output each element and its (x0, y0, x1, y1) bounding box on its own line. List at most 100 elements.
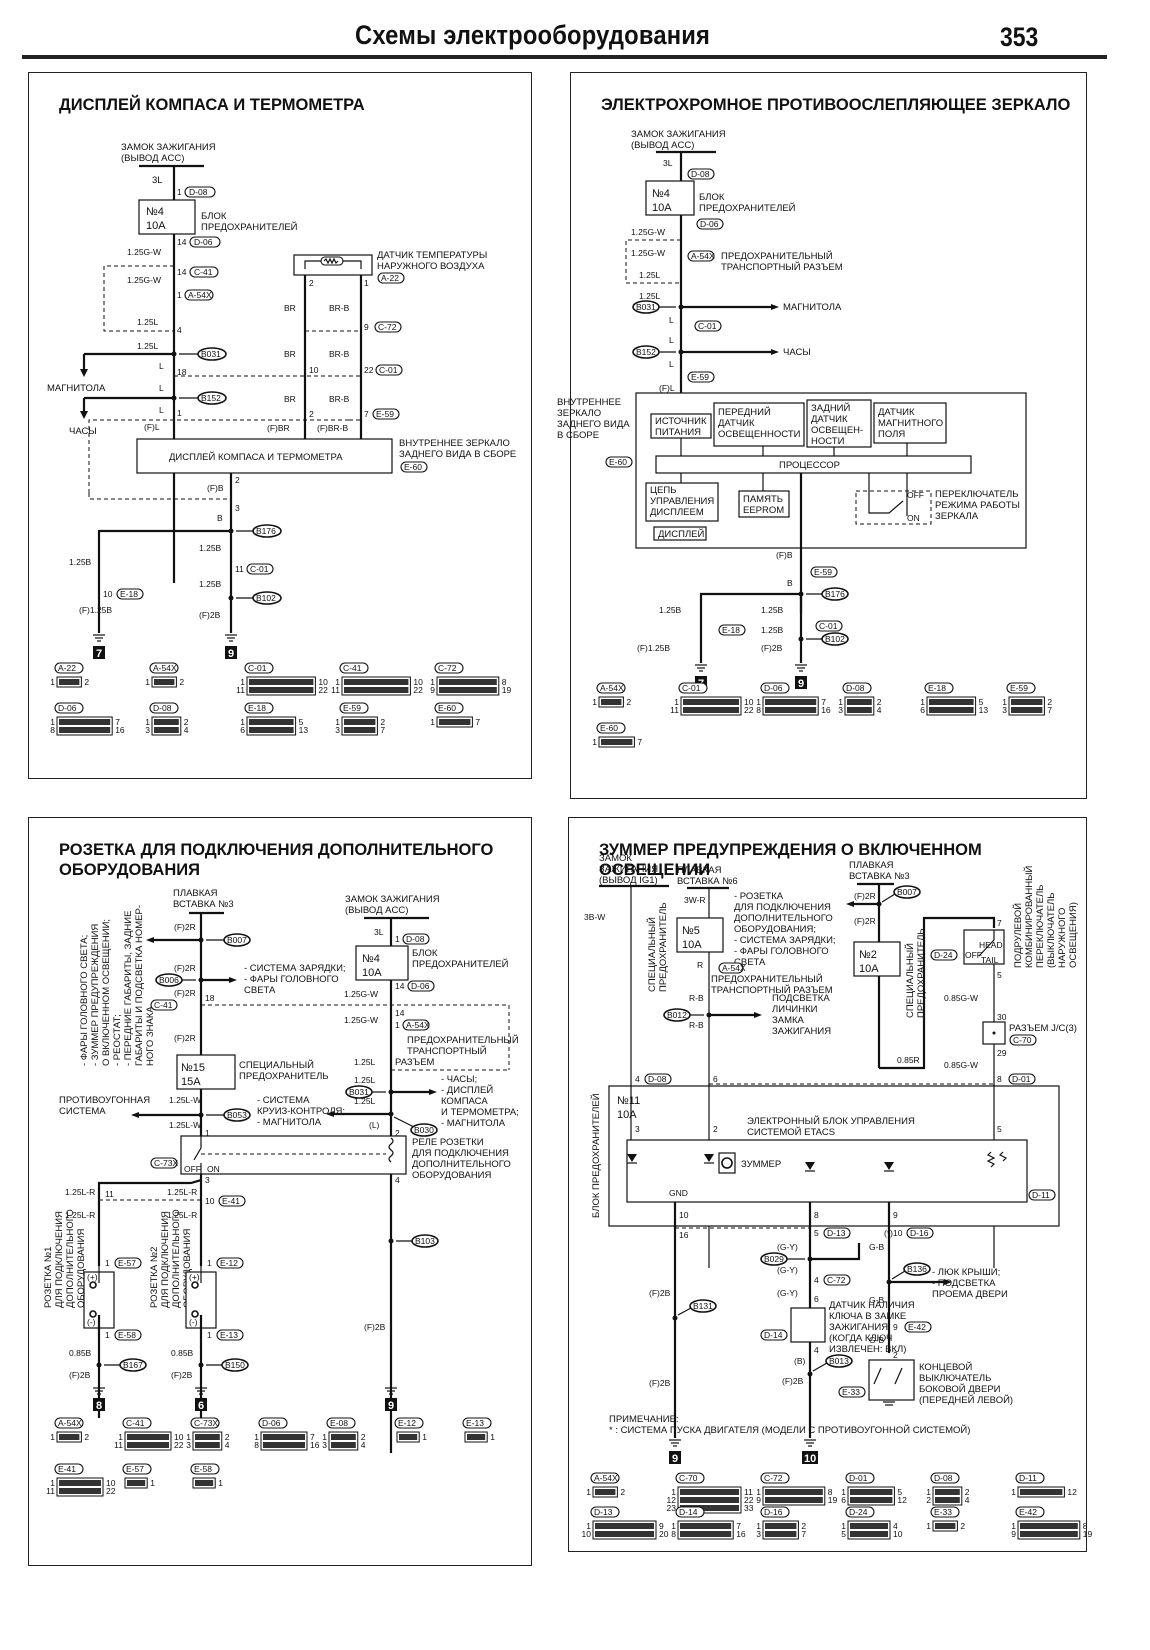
svg-text:ДАТЧИК: ДАТЧИК (878, 407, 915, 418)
pin-number: 2 (877, 697, 882, 707)
svg-text:(-): (-) (189, 1317, 198, 1327)
fuse-box (355, 945, 409, 981)
pin-number: 1 (118, 1432, 123, 1442)
clock-display-label: - ЧАСЫ; (441, 1074, 477, 1085)
transport-connector-label: ПРЕДОХРАНИТЕЛЬНЫЙ (407, 1034, 519, 1046)
connector-tag-C-01: C-01 (375, 364, 403, 376)
ignition-terminal: (ВЫВОД ACC) (121, 153, 184, 164)
connector-view-tag (54, 662, 84, 674)
pin-number: 1 (671, 1521, 676, 1531)
pin-number: 7 (475, 717, 480, 727)
svg-text:E-18: E-18 (722, 625, 740, 635)
connector-view-tag (244, 702, 274, 714)
wire-label: L (669, 359, 674, 369)
connector-view-tag (434, 662, 464, 674)
pin-number: 13 (979, 705, 989, 715)
wire-label: 1.25G-W (127, 247, 161, 257)
connector-tag-D-06: D-06 (189, 236, 221, 248)
combination-switch[interactable] (963, 929, 1005, 965)
connector-view-tag (258, 1417, 288, 1429)
panel-title-line: ОБОРУДОВАНИЯ (59, 861, 200, 879)
connector-tag-D-24: D-24 (930, 949, 958, 961)
svg-text:E-12: E-12 (220, 1258, 238, 1268)
wire-label: (L) (369, 1120, 380, 1130)
mirror-mode-switch[interactable] (855, 490, 932, 525)
svg-text:- ФАРЫ ГОЛОВНОГО СВЕТА;: - ФАРЫ ГОЛОВНОГО СВЕТА; (79, 935, 90, 1066)
switch-label: ПЕРЕКЛЮЧАТЕЛЬ (935, 489, 1018, 500)
pin-number: 3 (1002, 705, 1007, 715)
splice-B013: B013 (825, 1354, 853, 1368)
svg-text:C-72: C-72 (378, 322, 397, 332)
socket-2-label: РОЗЕТКА №2 ДЛЯ ПОДКЛЮЧЕНИЯ ДОПОЛНИТЕЛЬНО… (149, 1209, 193, 1308)
wire-label: (G-Y) (777, 1265, 798, 1275)
ground-icon (385, 1387, 397, 1395)
mirror-assembly-label: ЗАДНЕГО ВИДА (557, 419, 630, 430)
key-sensor-label: КЛЮЧА В ЗАМКЕ (829, 1311, 906, 1322)
connector-view-tag (462, 1417, 492, 1429)
transport-connector-label: ТРАНСПОРТНЫЙ РАЗЪЕМ (721, 261, 843, 273)
connector-tag-E-60: E-60 (605, 456, 633, 468)
panel-title-line: РОЗЕТКА ДЛЯ ПОДКЛЮЧЕНИЯ ДОПОЛНИТЕЛЬНОГО (59, 841, 494, 859)
pin-label: 14 (177, 267, 187, 277)
svg-text:D-11: D-11 (1032, 1190, 1050, 1200)
key-sensor-switch[interactable] (790, 1307, 826, 1343)
ground-point-9: 9 (385, 1398, 397, 1412)
pin-number: 2 (361, 1432, 366, 1442)
connector-tag-E-59: E-59 (810, 566, 838, 578)
connector-tag-C-70: C-70 (1009, 1034, 1037, 1046)
connector-view-id: E-18 (928, 683, 946, 693)
ground-point-9: 9 (795, 676, 807, 690)
fuse-number: №2 (859, 949, 877, 961)
panel-compass-thermometer: ДИСПЛЕЙ КОМПАСА И ТЕРМОМЕТРА ЗАМОК ЗАЖИГ… (28, 72, 532, 779)
pin-number: 1 (756, 1521, 761, 1531)
pin-number: 7 (380, 725, 385, 735)
svg-text:B167: B167 (123, 1360, 143, 1370)
wire-label: 1.25L (354, 1096, 376, 1106)
connector-view-id: E-12 (398, 1418, 416, 1428)
pin-number: 7 (801, 1529, 806, 1539)
ignition-label: ЗАМОК (599, 853, 632, 864)
pin-label: 1 (364, 278, 369, 288)
wire-label: BR-B (329, 303, 350, 313)
connector-view-id: C-70 (679, 1473, 698, 1483)
pin-number: 8 (502, 677, 507, 687)
door-switch-label: (ПЕРЕДНЕЙ ЛЕВОЙ) (919, 1394, 1013, 1406)
svg-text:1: 1 (395, 934, 400, 944)
svg-text:ПИТАНИЯ: ПИТАНИЯ (655, 427, 701, 438)
door-switch[interactable] (868, 1359, 915, 1401)
wire-label: R-B (689, 1020, 704, 1030)
svg-text:B013: B013 (829, 1356, 849, 1366)
special-fuse-label: СПЕЦИАЛЬНЫЙ ПРЕДОХРАНИТЕЛЬ (646, 902, 669, 992)
connector-tag-A-22: A-22 (377, 272, 405, 284)
connector-tag-D-06: D-06 (407, 980, 435, 992)
svg-text:4: 4 (635, 1074, 640, 1084)
fuse-block-label: БЛОК (412, 948, 438, 959)
pin-number: 1 (490, 1432, 495, 1442)
connector-view-id: E-59 (1010, 683, 1028, 693)
wire-label: 1.25L-W (169, 1120, 201, 1130)
panel-title: ЗУММЕР ПРЕДУПРЕЖДЕНИЯ О ВКЛЮЧЕННОМ ОСВЕЩ… (599, 840, 982, 880)
splice-B007: B007 (893, 885, 921, 899)
connector-view-id: A-54X (594, 1473, 618, 1483)
pin-number: 12 (1067, 1487, 1077, 1497)
svg-text:ДЛЯ ПОДКЛЮЧЕНИЯ: ДЛЯ ПОДКЛЮЧЕНИЯ (54, 1211, 65, 1308)
wire-label: 1.25G-W (631, 227, 665, 237)
wire-label: 1.25G-W (344, 1015, 378, 1025)
page-number: 353 (1000, 22, 1039, 52)
key-lamp-label: ЛИЧИНКИ (772, 1004, 818, 1015)
key-lamp-label: ЗАМКА (772, 1015, 805, 1026)
front-light-sensor-block (713, 402, 805, 447)
transport-connector-label: ТРАНСПОРТНЫЙ (407, 1045, 487, 1057)
wire-label: 1.25G-W (344, 989, 378, 999)
ground-point-9: 9 (669, 1451, 681, 1465)
connector-view-id: D-06 (262, 1418, 281, 1428)
svg-text:4: 4 (814, 1345, 819, 1355)
connector-tag-E-57: E-57 (114, 1257, 142, 1269)
dashed-connector-loop (103, 265, 174, 332)
